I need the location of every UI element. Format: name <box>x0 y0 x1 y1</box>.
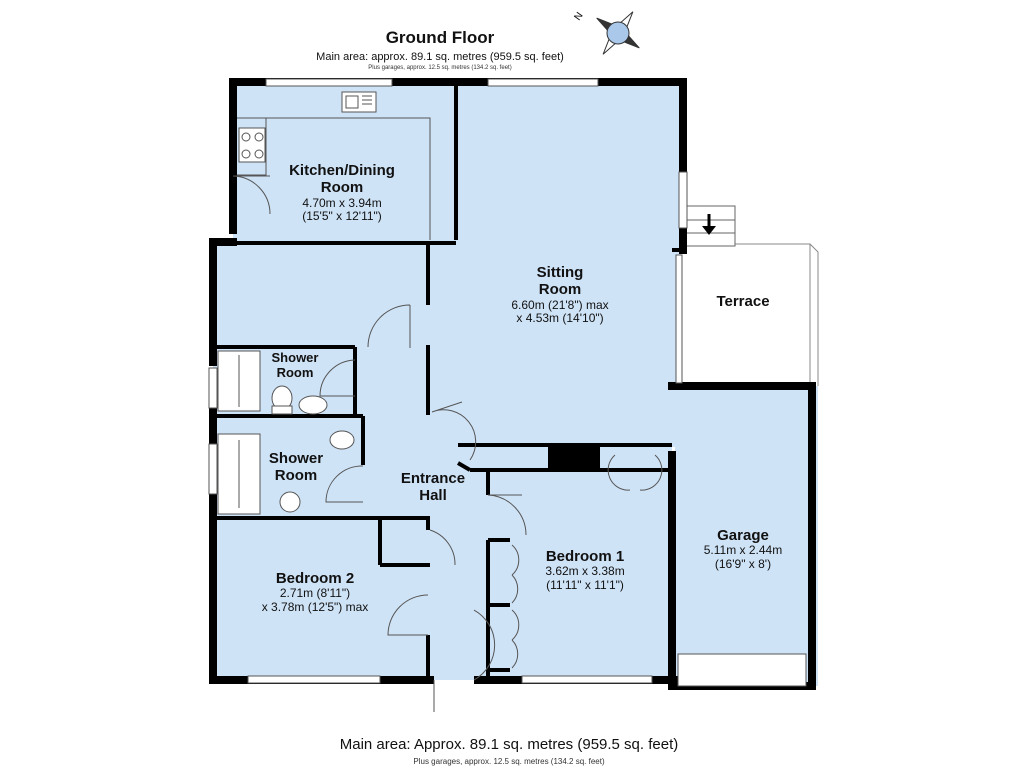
terrace <box>682 205 819 386</box>
shower-room-1-label: Shower Room <box>260 350 330 381</box>
garage-name: Garage <box>717 527 769 544</box>
windows <box>208 78 807 687</box>
shower-1-window <box>208 367 218 409</box>
kitchen-window <box>265 78 393 87</box>
garage-label: Garage 5.11m x 2.44m (16'9" x 8') <box>683 527 803 572</box>
basin-1-icon <box>298 395 328 415</box>
kitchen-label: Kitchen/Dining Room 4.70m x 3.94m (15'5"… <box>262 162 422 224</box>
garage-door <box>677 653 807 687</box>
cupboard-door <box>429 529 456 566</box>
sink-icon <box>341 91 377 113</box>
shower-room-2-label: Shower Room <box>258 450 334 485</box>
sitting-name-1: Sitting <box>536 264 584 281</box>
terrace-outline <box>683 243 819 386</box>
toilet-2-icon <box>329 430 355 450</box>
kitchen-name-1: Kitchen/Dining <box>289 162 395 179</box>
garage-dim-2: (16'9" x 8') <box>714 557 772 572</box>
bedroom-2-door <box>387 594 429 636</box>
shower-1-name-1: Shower <box>271 350 319 365</box>
shower-2-name-2: Room <box>274 467 318 485</box>
hall-name-2: Hall <box>419 487 447 505</box>
hall-name-1: Entrance <box>400 470 466 487</box>
bedroom-1-name: Bedroom 1 <box>545 548 625 565</box>
garage-fill <box>675 386 818 686</box>
bedroom-1-door <box>487 494 527 536</box>
sitting-window-north <box>487 78 599 87</box>
garage-walls <box>668 382 816 690</box>
west-wall <box>209 238 237 366</box>
sitting-door <box>431 401 477 461</box>
compass-north-label: N <box>572 10 585 22</box>
step-down-arrow-icon <box>702 214 716 235</box>
bedroom-2-fill <box>213 518 430 680</box>
sitting-cupboard-doors <box>607 454 663 491</box>
bathroom-fittings <box>217 350 355 515</box>
sitting-name-2: Room <box>538 281 582 299</box>
bedroom-1-fill <box>482 445 672 680</box>
shower-2-window <box>208 443 218 495</box>
garage-dim-1: 5.11m x 2.44m <box>703 543 783 558</box>
main-area-text: Main area: approx. 89.1 sq. metres (959.… <box>316 51 564 63</box>
floor-title: Ground Floor <box>385 28 495 47</box>
bedroom-2-name: Bedroom 2 <box>275 570 355 587</box>
bedroom-1-label: Bedroom 1 3.62m x 3.38m (11'11" x 11'1") <box>520 548 650 593</box>
terrace-name: Terrace <box>716 293 770 310</box>
kitchen-fittings <box>237 91 431 240</box>
chimney-breast <box>548 445 600 470</box>
kitchen-door <box>232 175 271 215</box>
bedroom-2-label: Bedroom 2 2.71m (8'11") x 3.78m (12'5") … <box>240 570 390 615</box>
sitting-room-label: Sitting Room 6.60m (21'8") max x 4.53m (… <box>480 264 640 326</box>
lobby-door <box>367 304 411 348</box>
bedroom-1-dim-2: (11'11" x 11'1") <box>546 578 624 593</box>
shower-2-door <box>325 465 364 503</box>
sitting-patio-door <box>675 254 683 384</box>
shower-1-door <box>319 359 356 397</box>
hall-fill <box>355 346 485 521</box>
bedroom-2-window <box>247 675 381 684</box>
sitting-dim-2: x 4.53m (14'10") <box>516 311 604 326</box>
kitchen-dim-1: 4.70m x 3.94m <box>302 195 382 210</box>
footer-garage-area: Plus garages, approx. 12.5 sq. metres (1… <box>413 757 605 766</box>
entrance-hall-label: Entrance Hall <box>388 470 478 505</box>
bedroom-1-window <box>521 675 653 684</box>
sitting-window-east <box>678 171 688 229</box>
basin-2-icon <box>279 491 301 513</box>
wardrobe-doors <box>511 544 520 669</box>
front-door <box>433 609 496 712</box>
west-lobby-fill <box>213 243 430 346</box>
footer-main-area: Main area: Approx. 89.1 sq. metres (959.… <box>339 736 679 753</box>
bedroom-2-dim-2: x 3.78m (12'5") max <box>261 600 369 615</box>
kitchen-name-2: Room <box>320 179 364 197</box>
kitchen-dim-2: (15'5" x 12'11") <box>302 209 382 224</box>
garage-area-text: Plus garages, approx. 12.5 sq. metres (1… <box>368 65 512 71</box>
sitting-dim-1: 6.60m (21'8") max <box>511 297 609 312</box>
shower-1-name-2: Room <box>276 364 314 380</box>
shower-2-name-1: Shower <box>268 450 324 467</box>
terrace-label: Terrace <box>698 293 788 310</box>
doors <box>232 175 663 712</box>
bedroom-2-dim-1: 2.71m (8'11") <box>279 586 351 601</box>
bedroom-1-dim-1: 3.62m x 3.38m <box>545 564 625 579</box>
